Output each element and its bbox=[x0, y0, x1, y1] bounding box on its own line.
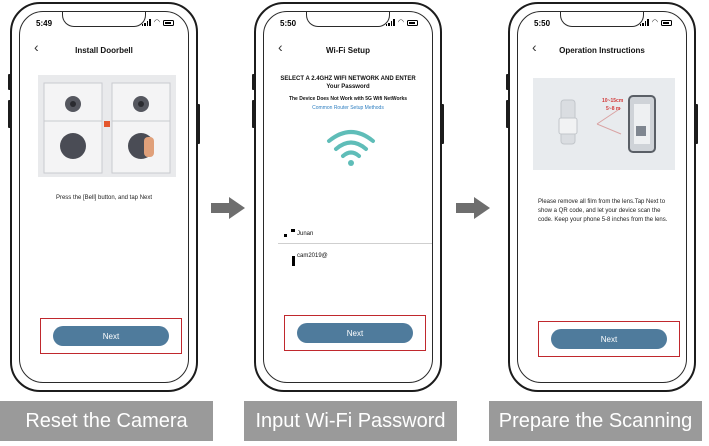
phone-operation-instructions: 5:50 ◠ ‹ Operation Instructions 10~15cm … bbox=[506, 2, 698, 392]
instruction-text: Please remove all film from the lens.Tap… bbox=[538, 199, 668, 223]
instruction-text: Press the [Bell] button, and tap Next bbox=[55, 195, 153, 201]
power-button bbox=[441, 104, 444, 144]
next-button[interactable]: Next bbox=[297, 323, 413, 343]
back-chevron-icon[interactable]: ‹ bbox=[34, 39, 39, 55]
phone-install-doorbell: 5:49 ◠ ‹ Install Doorbell bbox=[8, 2, 200, 392]
status-icons: ◠ bbox=[141, 19, 174, 26]
password-value: cam2019@ bbox=[297, 253, 328, 259]
battery-icon bbox=[163, 19, 174, 26]
phone-screen: 5:50 ◠ ‹ Operation Instructions 10~15cm … bbox=[517, 11, 687, 383]
password-field[interactable]: cam2019@ bbox=[292, 252, 432, 268]
next-highlight-box: Next bbox=[40, 318, 182, 354]
wifi-icon bbox=[327, 130, 375, 166]
scan-distance-icon bbox=[558, 95, 656, 153]
volume-button bbox=[506, 74, 509, 90]
wifi-status-icon: ◠ bbox=[397, 19, 404, 26]
status-icons: ◠ bbox=[385, 19, 418, 26]
step-caption: Input Wi-Fi Password bbox=[244, 401, 457, 441]
next-button[interactable]: Next bbox=[551, 329, 667, 349]
wifi-status-icon: ◠ bbox=[153, 19, 160, 26]
next-button[interactable]: Next bbox=[53, 326, 169, 346]
battery-icon bbox=[661, 19, 672, 26]
step-caption: Reset the Camera bbox=[0, 401, 213, 441]
distance-label: 10~15cm bbox=[602, 98, 624, 104]
notch bbox=[306, 12, 390, 27]
volume-button bbox=[506, 100, 509, 128]
status-time: 5:50 bbox=[280, 19, 297, 28]
back-chevron-icon[interactable]: ‹ bbox=[278, 39, 283, 55]
phone-screen: 5:50 ◠ ‹ Wi-Fi Setup SELECT A 2.4GHZ WIF… bbox=[263, 11, 433, 383]
wifi-status-icon: ◠ bbox=[651, 19, 658, 26]
step-caption: Prepare the Scanning bbox=[489, 401, 702, 441]
phone-wifi-setup: 5:50 ◠ ‹ Wi-Fi Setup SELECT A 2.4GHZ WIF… bbox=[252, 2, 444, 392]
distance-label: 5~8 m bbox=[606, 106, 621, 112]
network-field[interactable]: Junan bbox=[284, 228, 432, 242]
next-highlight-box: Next bbox=[284, 315, 426, 351]
signal-icon bbox=[639, 19, 649, 26]
volume-button bbox=[252, 100, 255, 128]
volume-button bbox=[8, 74, 11, 90]
signal-icon bbox=[385, 19, 395, 26]
power-button bbox=[197, 104, 200, 144]
status-time: 5:50 bbox=[534, 19, 551, 28]
notch bbox=[62, 12, 146, 27]
back-chevron-icon[interactable]: ‹ bbox=[532, 39, 537, 55]
router-setup-link[interactable]: Common Router Setup Methods bbox=[312, 105, 384, 111]
wifi-subheading: The Device Does Not Work with 5G Wifi Ne… bbox=[288, 96, 408, 102]
page-title: Wi-Fi Setup bbox=[326, 46, 370, 55]
page-title: Operation Instructions bbox=[559, 46, 645, 55]
wifi-heading: SELECT A 2.4GHZ WIFI NETWORK AND ENTER Y… bbox=[280, 76, 416, 90]
status-time: 5:49 bbox=[36, 19, 53, 28]
arrow-right-icon bbox=[211, 197, 245, 219]
signal-icon bbox=[141, 19, 151, 26]
doorbell-icon bbox=[43, 82, 171, 174]
power-button bbox=[695, 104, 698, 144]
notch bbox=[560, 12, 644, 27]
network-icon bbox=[284, 234, 287, 237]
arrow-right-icon bbox=[456, 197, 490, 219]
network-name: Junan bbox=[297, 231, 314, 237]
status-icons: ◠ bbox=[639, 19, 672, 26]
field-divider bbox=[278, 243, 432, 244]
battery-icon bbox=[407, 19, 418, 26]
password-icon bbox=[292, 256, 295, 266]
page-title: Install Doorbell bbox=[75, 46, 133, 55]
next-highlight-box: Next bbox=[538, 321, 680, 357]
doorbell-illustration bbox=[38, 75, 176, 177]
volume-button bbox=[252, 74, 255, 90]
volume-button bbox=[8, 100, 11, 128]
network-icon bbox=[291, 229, 295, 232]
scan-illustration: 10~15cm 5~8 m bbox=[533, 78, 675, 170]
phone-screen: 5:49 ◠ ‹ Install Doorbell bbox=[19, 11, 189, 383]
